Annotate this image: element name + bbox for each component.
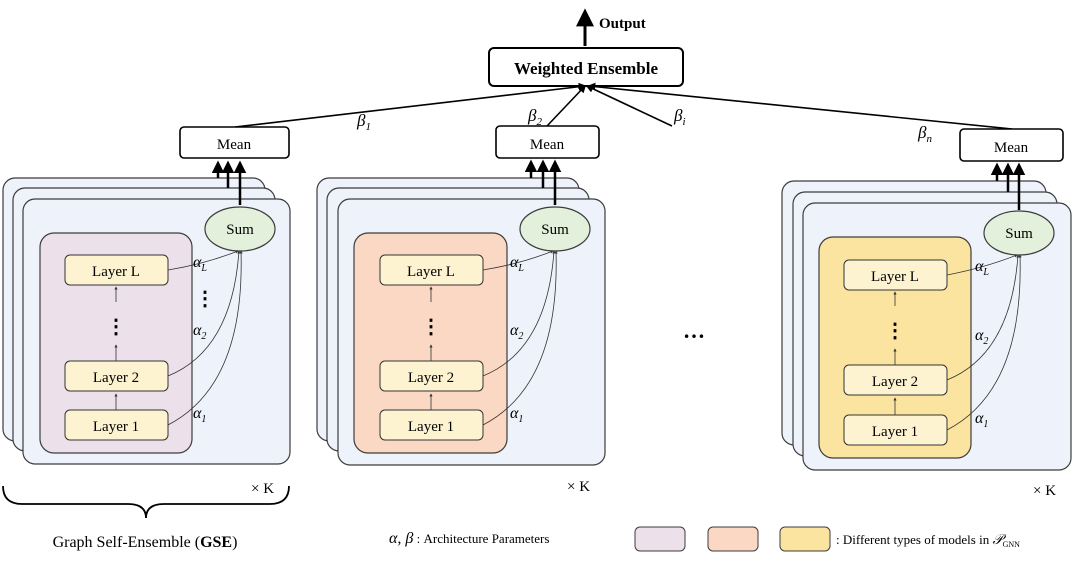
legend-swatch-peach <box>707 526 759 552</box>
more-groups-ellipsis: … <box>683 318 705 343</box>
weighted-ensemble-box: Weighted Ensemble <box>488 47 684 87</box>
mean-label: Mean <box>530 137 565 153</box>
mean-label: Mean <box>217 137 252 153</box>
beta-i-label: βi <box>673 106 686 128</box>
beta-n-label: βn <box>917 123 932 145</box>
alpha-1-label: α1 <box>510 405 523 425</box>
layer-2-label: Layer 2 <box>408 370 454 386</box>
layer-vdots: ⋮ <box>106 316 126 338</box>
layer-vdots: ⋮ <box>421 316 441 338</box>
alpha-l-label: αL <box>975 258 989 278</box>
times-k-label: × K <box>251 481 274 497</box>
gse-group-2: Mean Sum Layer L Layer 2 Layer 1 ⋮ α <box>316 125 606 495</box>
layer-1-label: Layer 1 <box>93 419 139 435</box>
layer-1-label: Layer 1 <box>872 424 918 440</box>
layer-l-label: Layer L <box>871 269 919 285</box>
layer-2-label: Layer 2 <box>93 370 139 386</box>
alpha-1-label: α1 <box>975 410 988 430</box>
model-box-yellow <box>818 236 972 459</box>
times-k-label: × K <box>1033 483 1056 499</box>
layer-l-label: Layer L <box>407 264 455 280</box>
beta-2-label: β2 <box>527 106 542 128</box>
mean-box <box>495 125 600 159</box>
gse-brace <box>2 485 290 519</box>
gse-caption: Graph Self-Ensemble (GSE) <box>53 534 238 551</box>
mean-box <box>959 128 1064 162</box>
model-box-purple <box>39 232 193 454</box>
times-k-label: × K <box>567 479 590 495</box>
sum-label: Sum <box>226 222 254 238</box>
gse-group-n: Mean Sum Layer L Layer 2 Layer 1 ⋮ α <box>781 128 1072 499</box>
beta-connections <box>234 82 1013 130</box>
mean-box <box>179 126 290 159</box>
legend-swatch-yellow <box>779 526 831 552</box>
alpha-2-label: α2 <box>193 322 206 342</box>
alpha-2-label: α2 <box>510 322 523 342</box>
layer-2-label: Layer 2 <box>872 374 918 390</box>
layer-vdots: ⋮ <box>885 320 905 342</box>
alpha-l-label: αL <box>193 254 207 274</box>
alpha-l-label: αL <box>510 254 524 274</box>
legend-swatch-purple <box>634 526 686 552</box>
weighted-ensemble-label: Weighted Ensemble <box>514 59 658 78</box>
model-types-legend: : Different types of models in 𝒫GNN <box>836 532 1020 549</box>
alpha-2-label: α2 <box>975 327 988 347</box>
layer-l-label: Layer L <box>92 264 140 280</box>
beta-1-label: β1 <box>356 111 371 133</box>
sum-label: Sum <box>1005 226 1033 242</box>
output-label: Output <box>599 16 646 32</box>
architecture-parameters-legend: α, β : Architecture Parameters <box>389 530 549 547</box>
middle-vdots: ⋮ <box>195 288 215 310</box>
model-box-peach <box>353 232 508 454</box>
alpha-1-label: α1 <box>193 405 206 425</box>
mean-label: Mean <box>994 140 1029 156</box>
sum-label: Sum <box>541 222 569 238</box>
gse-group-1: Mean Sum Layer L Layer 2 Layer 1 ⋮ ⋮ <box>2 126 291 497</box>
layer-1-label: Layer 1 <box>408 419 454 435</box>
